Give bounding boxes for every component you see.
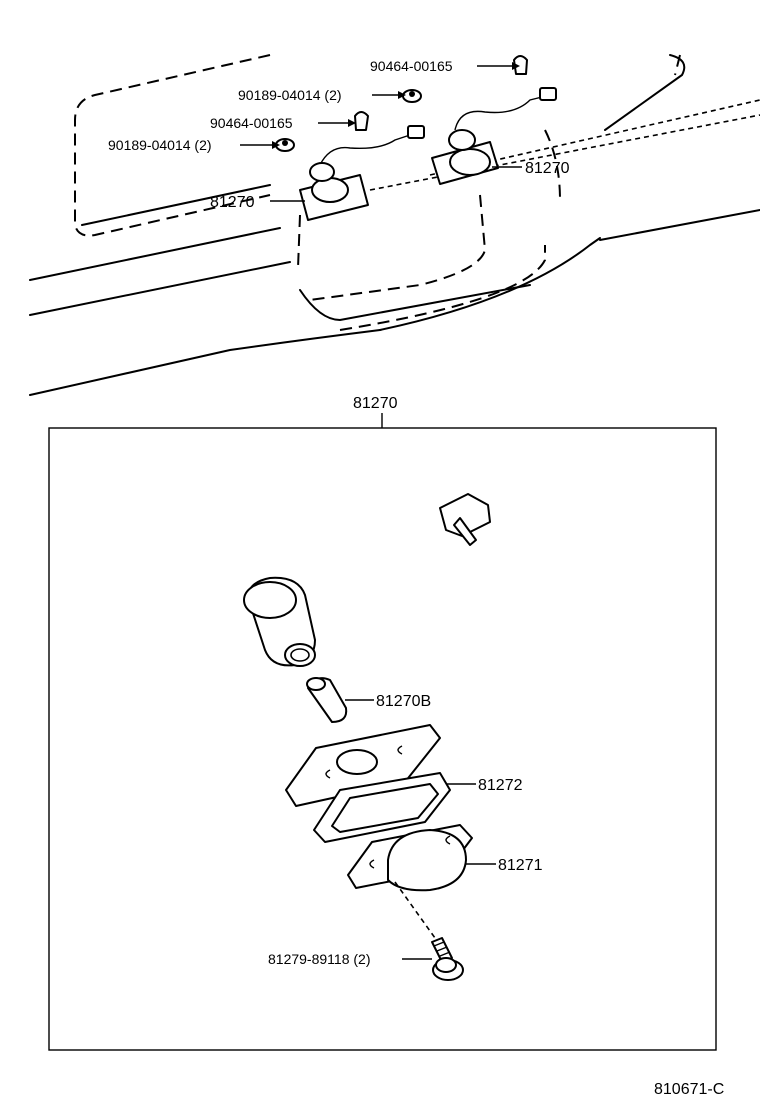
gasket-icon — [313, 772, 451, 843]
callout-assembly: 81270 — [353, 395, 398, 412]
clamp-upper-icon — [513, 55, 528, 75]
figure-code: 810671-C — [654, 1081, 724, 1098]
base-plate-icon — [285, 724, 441, 807]
socket-assembly-icon — [243, 493, 491, 667]
callout-lens: 81271 — [498, 857, 543, 874]
grommet-upper-icon — [402, 89, 422, 103]
lens-icon — [347, 824, 473, 892]
screw-icon — [431, 937, 464, 981]
assembly-frame — [48, 427, 717, 1051]
callout-screw: 81279-89118 (2) — [268, 951, 370, 967]
clamp-lower-icon — [354, 111, 369, 131]
callout-grommet-lower: 90189-04014 (2) — [108, 137, 212, 153]
callout-clamp-upper: 90464-00165 — [370, 58, 453, 74]
bulb-icon — [306, 677, 348, 723]
callout-gasket: 81272 — [478, 777, 523, 794]
lamp-left-icon — [299, 125, 425, 221]
lamp-right-icon — [431, 87, 557, 185]
callout-lamp-left: 81270 — [210, 194, 255, 211]
grommet-lower-icon — [275, 138, 295, 152]
back-door-outline — [29, 54, 760, 396]
callout-clamp-lower: 90464-00165 — [210, 115, 293, 131]
callout-bulb: 81270B — [376, 693, 431, 710]
callout-lamp-right: 81270 — [525, 160, 570, 177]
callout-grommet-upper: 90189-04014 (2) — [238, 87, 342, 103]
